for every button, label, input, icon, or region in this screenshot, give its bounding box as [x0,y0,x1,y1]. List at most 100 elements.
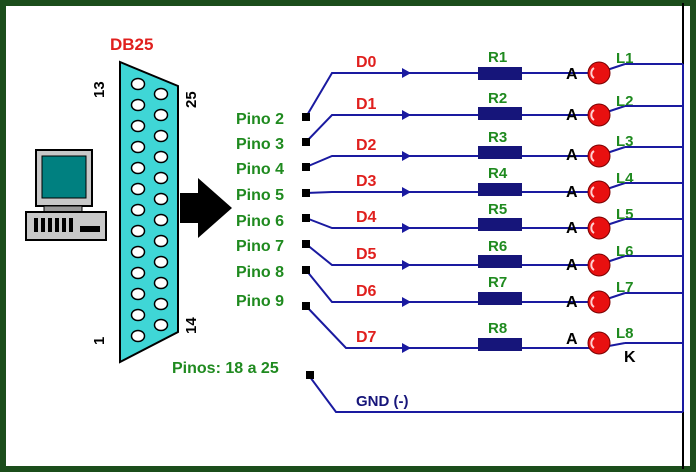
wire [305,217,626,229]
led-label: L5 [616,206,634,223]
data-line-label: D7 [356,329,377,346]
channel-d0: Pino 2 D0 R1 A L1 [236,49,634,128]
led-label: L1 [616,50,634,67]
db25-pin-hole [153,255,169,269]
db25-pin-hole [153,192,169,206]
pin-label: Pino 5 [236,187,284,204]
led-highlight [590,296,595,308]
gnd-label: GND (-) [356,393,409,410]
resistor-label: R6 [488,238,507,255]
pin-14-label: 14 [183,317,200,334]
db25-pin-hole [153,276,169,290]
anode-label: A [566,66,578,83]
led-highlight [590,67,595,79]
pin-terminal [302,240,310,248]
led-label: L8 [616,325,634,342]
channel-d4: Pino 6 D4 R5 A L5 [236,201,683,240]
wire [305,305,626,349]
wire-arrow [402,151,411,161]
resistor-label: R2 [488,90,507,107]
db25-pin-hole [130,140,146,154]
wire-arrow [402,68,411,78]
data-line-label: D6 [356,283,377,300]
anode-label: A [566,294,578,311]
pin-label: Pino 4 [236,161,284,178]
db25-pin-hole [130,287,146,301]
pin-terminal [302,113,310,121]
db25-pin-hole [130,119,146,133]
db25-pin-hole [130,266,146,280]
computer-icon [25,149,107,241]
pin-label: Pino 6 [236,213,284,230]
wire [305,63,626,118]
anode-label: A [566,184,578,201]
pin-terminal [302,138,310,146]
channel-d1: Pino 3 D1 R2 A L2 [236,90,683,153]
cathode-label: K [624,349,636,366]
led-highlight [590,259,595,271]
db25-pin-hole [153,108,169,122]
channel-d5: Pino 7 D5 R6 A L6 [236,238,683,277]
data-line-label: D4 [356,209,377,226]
wire-arrow [402,343,411,353]
pin-13-label: 13 [91,81,108,98]
pin-label: Pino 7 [236,238,284,255]
db25-pin-hole [153,318,169,332]
resistor-label: R4 [488,165,508,182]
db25-pin-hole [130,329,146,343]
resistor [478,107,522,120]
db25-pin-hole [153,234,169,248]
db25-pin-hole [130,203,146,217]
wire-arrow [402,187,411,197]
resistor [478,292,522,305]
wire-arrow [402,297,411,307]
ground-pins-label: Pinos: 18 a 25 [172,360,279,377]
led-highlight [590,109,595,121]
pin-terminal [302,302,310,310]
channel-d3: Pino 5 D3 R4 A L4 [236,165,683,204]
pin-label: Pino 2 [236,111,284,128]
anode-label: A [566,107,578,124]
db25-title: DB25 [110,35,153,54]
led-channels: Pino 2 D0 R1 A L1 Pino 3 D1 R2 A L2 [236,49,683,366]
led-highlight [590,186,595,198]
pin-1-label: 1 [91,337,108,345]
led-highlight [590,222,595,234]
db25-pin-holes [130,77,169,343]
resistor-label: R1 [488,49,507,66]
wire [305,182,626,194]
resistor-label: R5 [488,201,507,218]
db25-pin-hole [153,129,169,143]
data-line-label: D1 [356,96,377,113]
pin-terminal [302,189,310,197]
resistor [478,218,522,231]
resistor [478,183,522,196]
data-line-label: D0 [356,54,377,71]
led-highlight [590,150,595,162]
signal-arrow [180,178,232,238]
led-label: L2 [616,93,634,110]
db25-pin-hole [153,297,169,311]
pin-terminal [302,214,310,222]
data-line-label: D3 [356,173,377,190]
wire [305,105,626,143]
resistor [478,67,522,80]
pin-label: Pino 3 [236,136,284,153]
db25-pin-hole [153,171,169,185]
wire-arrow [402,110,411,120]
db25-pin-hole [153,213,169,227]
db25-pin-hole [153,150,169,164]
channel-d6: Pino 8 D6 R7 A L7 [236,264,683,314]
db25-pin-hole [130,182,146,196]
led-label: L4 [616,170,634,187]
wire [305,243,626,266]
db25-pin-hole [153,87,169,101]
anode-label: A [566,257,578,274]
ground-terminal [306,371,314,379]
pin-label: Pino 9 [236,293,284,310]
led-label: L6 [616,243,634,260]
db25-pin-hole [130,224,146,238]
anode-label: A [566,331,578,348]
pin-terminal [302,163,310,171]
